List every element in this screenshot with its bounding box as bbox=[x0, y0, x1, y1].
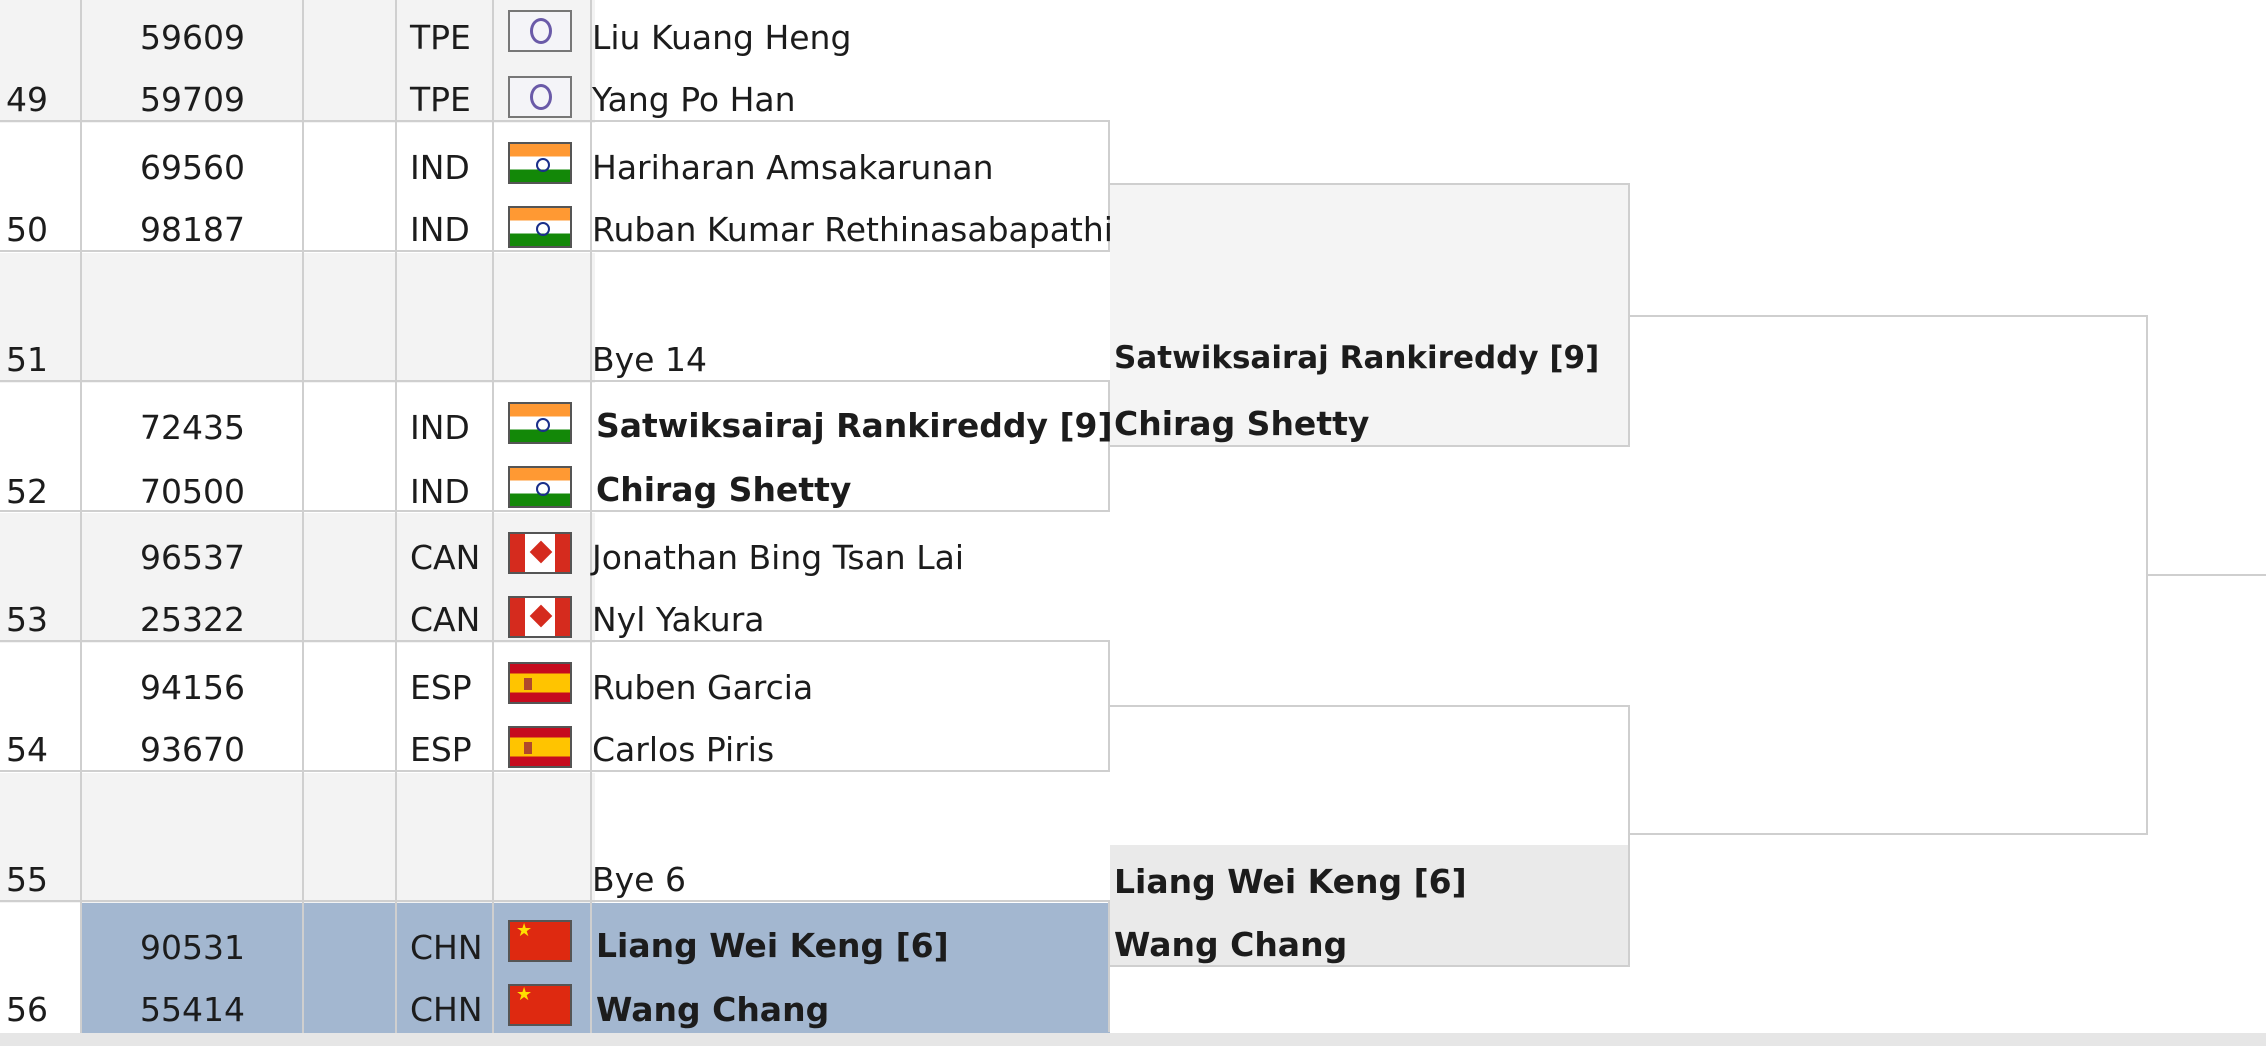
round2-match-b-box bbox=[1108, 705, 1630, 967]
position-cell: 53 bbox=[6, 600, 48, 639]
round1-right-edge bbox=[1108, 120, 1110, 252]
position-cell: 56 bbox=[6, 990, 48, 1029]
tpe-flag-icon bbox=[508, 76, 572, 118]
country-code-cell: CHN bbox=[410, 928, 483, 967]
player-name-cell[interactable]: Liu Kuang Heng bbox=[592, 18, 852, 57]
chn-flag-icon bbox=[508, 920, 572, 962]
col-divider-3 bbox=[395, 0, 397, 1033]
player-id-cell: 93670 bbox=[140, 730, 245, 769]
round2-match-b-player1[interactable]: Liang Wei Keng [6] bbox=[1114, 862, 1467, 901]
col-divider-2 bbox=[302, 0, 304, 1033]
ind-flag-icon bbox=[508, 206, 572, 248]
country-code-cell: CHN bbox=[410, 990, 483, 1029]
row-divider bbox=[0, 900, 1110, 902]
bye-cell[interactable]: Bye 6 bbox=[592, 860, 686, 899]
position-cell: 51 bbox=[6, 340, 48, 379]
row-divider bbox=[0, 380, 1110, 382]
country-code-cell: IND bbox=[410, 472, 470, 511]
country-code-cell: CAN bbox=[410, 538, 481, 577]
country-code-cell: IND bbox=[410, 408, 470, 447]
player-name-cell[interactable]: Carlos Piris bbox=[592, 730, 775, 769]
country-code-cell: IND bbox=[410, 210, 470, 249]
position-cell: 49 bbox=[6, 80, 48, 119]
country-code-cell: TPE bbox=[410, 18, 471, 57]
position-cell: 55 bbox=[6, 860, 48, 899]
row-band-48 bbox=[0, 0, 595, 123]
player-name-cell[interactable]: Liang Wei Keng [6] bbox=[596, 926, 949, 965]
player-id-cell: 96537 bbox=[140, 538, 245, 577]
esp-flag-icon bbox=[508, 726, 572, 768]
row-band-51 bbox=[0, 253, 595, 383]
round2-match-a-bg bbox=[1110, 183, 1630, 445]
ind-flag-icon bbox=[508, 466, 572, 508]
round3-match-box bbox=[1628, 315, 2148, 835]
selected-row-band[interactable] bbox=[80, 903, 1110, 1033]
player-id-cell: 98187 bbox=[140, 210, 245, 249]
player-id-cell: 55414 bbox=[140, 990, 245, 1029]
player-name-cell[interactable]: Ruban Kumar Rethinasabapathi bbox=[592, 210, 1113, 249]
player-name-cell[interactable]: Hariharan Amsakarunan bbox=[592, 148, 994, 187]
row-band-53 bbox=[0, 513, 595, 643]
bottom-scroll-edge[interactable] bbox=[0, 1033, 2266, 1046]
player-id-cell: 59609 bbox=[140, 18, 245, 57]
player-id-cell: 94156 bbox=[140, 668, 245, 707]
row-divider bbox=[0, 250, 1110, 252]
can-flag-icon bbox=[508, 532, 572, 574]
player-name-cell[interactable]: Wang Chang bbox=[596, 990, 830, 1029]
player-name-cell[interactable]: Yang Po Han bbox=[592, 80, 796, 119]
player-id-cell: 59709 bbox=[140, 80, 245, 119]
round2-match-b-player2[interactable]: Wang Chang bbox=[1114, 925, 1348, 964]
player-name-cell[interactable]: Nyl Yakura bbox=[592, 600, 765, 639]
player-name-cell[interactable]: Satwiksairaj Rankireddy [9] bbox=[596, 406, 1113, 445]
position-cell: 54 bbox=[6, 730, 48, 769]
round2-match-a-player1[interactable]: Satwiksairaj Rankireddy [9] bbox=[1114, 340, 1600, 376]
round4-connector bbox=[2146, 574, 2266, 576]
player-id-cell: 25322 bbox=[140, 600, 245, 639]
country-code-cell: ESP bbox=[410, 730, 472, 769]
ind-flag-icon bbox=[508, 142, 572, 184]
col-divider-5 bbox=[590, 0, 592, 1033]
row-divider bbox=[0, 640, 1110, 642]
round2-match-a-player2[interactable]: Chirag Shetty bbox=[1114, 404, 1370, 443]
can-flag-icon bbox=[508, 596, 572, 638]
player-id-cell: 70500 bbox=[140, 472, 245, 511]
player-id-cell: 72435 bbox=[140, 408, 245, 447]
col-divider-1 bbox=[80, 0, 82, 1033]
player-name-cell[interactable]: Chirag Shetty bbox=[596, 470, 852, 509]
player-name-cell[interactable]: Jonathan Bing Tsan Lai bbox=[592, 538, 964, 577]
col-divider-4 bbox=[492, 0, 494, 1033]
country-code-cell: IND bbox=[410, 148, 470, 187]
round2-match-b-bg bbox=[1110, 705, 1630, 965]
row-band-55 bbox=[0, 773, 595, 903]
position-cell: 52 bbox=[6, 472, 48, 511]
chn-flag-icon bbox=[508, 984, 572, 1026]
esp-flag-icon bbox=[508, 662, 572, 704]
row-divider bbox=[0, 120, 1110, 122]
country-code-cell: CAN bbox=[410, 600, 481, 639]
position-cell: 50 bbox=[6, 210, 48, 249]
player-id-cell: 90531 bbox=[140, 928, 245, 967]
country-code-cell: TPE bbox=[410, 80, 471, 119]
row-divider bbox=[0, 510, 1110, 512]
player-id-cell: 69560 bbox=[140, 148, 245, 187]
player-name-cell[interactable]: Ruben Garcia bbox=[592, 668, 814, 707]
ind-flag-icon bbox=[508, 402, 572, 444]
tpe-flag-icon bbox=[508, 10, 572, 52]
country-code-cell: ESP bbox=[410, 668, 472, 707]
row-divider bbox=[0, 770, 1110, 772]
bye-cell[interactable]: Bye 14 bbox=[592, 340, 707, 379]
